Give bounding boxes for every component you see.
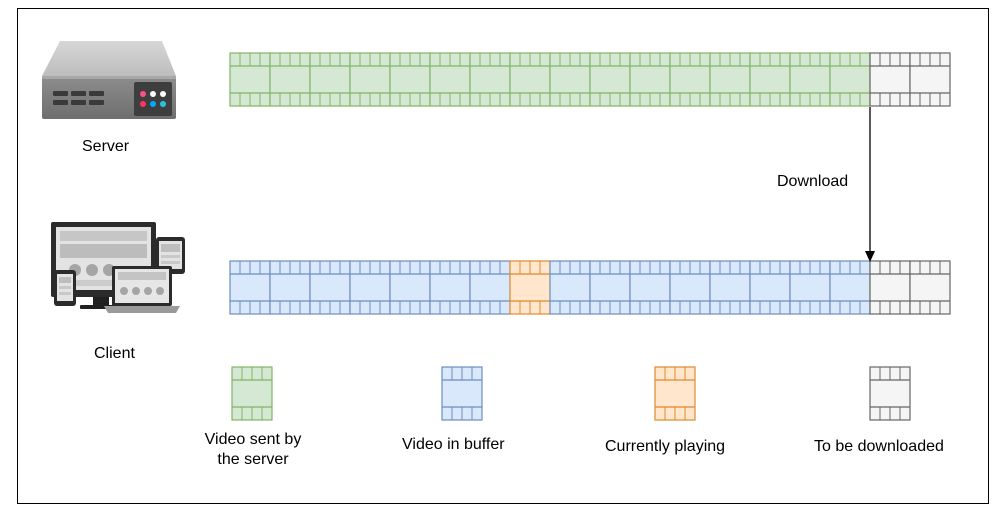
- client-strip-frame-buffer: [829, 260, 871, 315]
- client-strip-frame-pending: [869, 260, 911, 315]
- server-strip-frame-sent: [349, 52, 391, 107]
- client-strip-frame-buffer: [589, 260, 631, 315]
- legend-sent-label: Video sent by the server: [191, 430, 315, 470]
- server-strip-frame-sent: [269, 52, 311, 107]
- server-strip-frame-sent: [509, 52, 551, 107]
- legend-sent-line1: Video sent by: [204, 431, 302, 448]
- server-strip-frame-sent: [429, 52, 471, 107]
- client-strip-frame-buffer: [349, 260, 391, 315]
- legend-sent-swatch: [231, 366, 273, 421]
- legend-playing-swatch: [654, 366, 696, 421]
- client-strip-frame-buffer: [309, 260, 351, 315]
- legend-buffer-label: Video in buffer: [402, 436, 505, 453]
- legend-pending-label: To be downloaded: [814, 438, 944, 455]
- download-label: Download: [777, 173, 849, 190]
- client-strip-frame-buffer: [229, 260, 271, 315]
- server-strip-frame-sent: [389, 52, 431, 107]
- client-strip-frame-buffer: [389, 260, 431, 315]
- server-strip-frame-sent: [789, 52, 831, 107]
- server-strip-frame-sent: [709, 52, 751, 107]
- legend-sent-line2: the server: [217, 451, 289, 468]
- client-strip-frame-buffer: [669, 260, 711, 315]
- client-strip-frame-buffer: [789, 260, 831, 315]
- legend-buffer-swatch: [441, 366, 483, 421]
- legend-pending-swatch: [869, 366, 911, 421]
- server-strip-frame-sent: [549, 52, 591, 107]
- server-strip-frame-sent: [749, 52, 791, 107]
- server-strip-frame-pending: [909, 52, 951, 107]
- server-strip-frame-sent: [469, 52, 511, 107]
- client-strip-frame-buffer: [269, 260, 311, 315]
- client-strip-frame-pending: [909, 260, 951, 315]
- server-label: Server: [82, 138, 130, 155]
- client-label: Client: [94, 345, 135, 362]
- server-strip-frame-sent: [629, 52, 671, 107]
- legend-playing-label: Currently playing: [605, 438, 726, 455]
- server-strip-frame-sent: [829, 52, 871, 107]
- server-strip-frame-pending: [869, 52, 911, 107]
- server-strip-frame-sent: [229, 52, 271, 107]
- client-strip-frame-playing: [509, 260, 551, 315]
- server-strip-frame-sent: [309, 52, 351, 107]
- client-strip-frame-buffer: [549, 260, 591, 315]
- client-strip-frame-buffer: [629, 260, 671, 315]
